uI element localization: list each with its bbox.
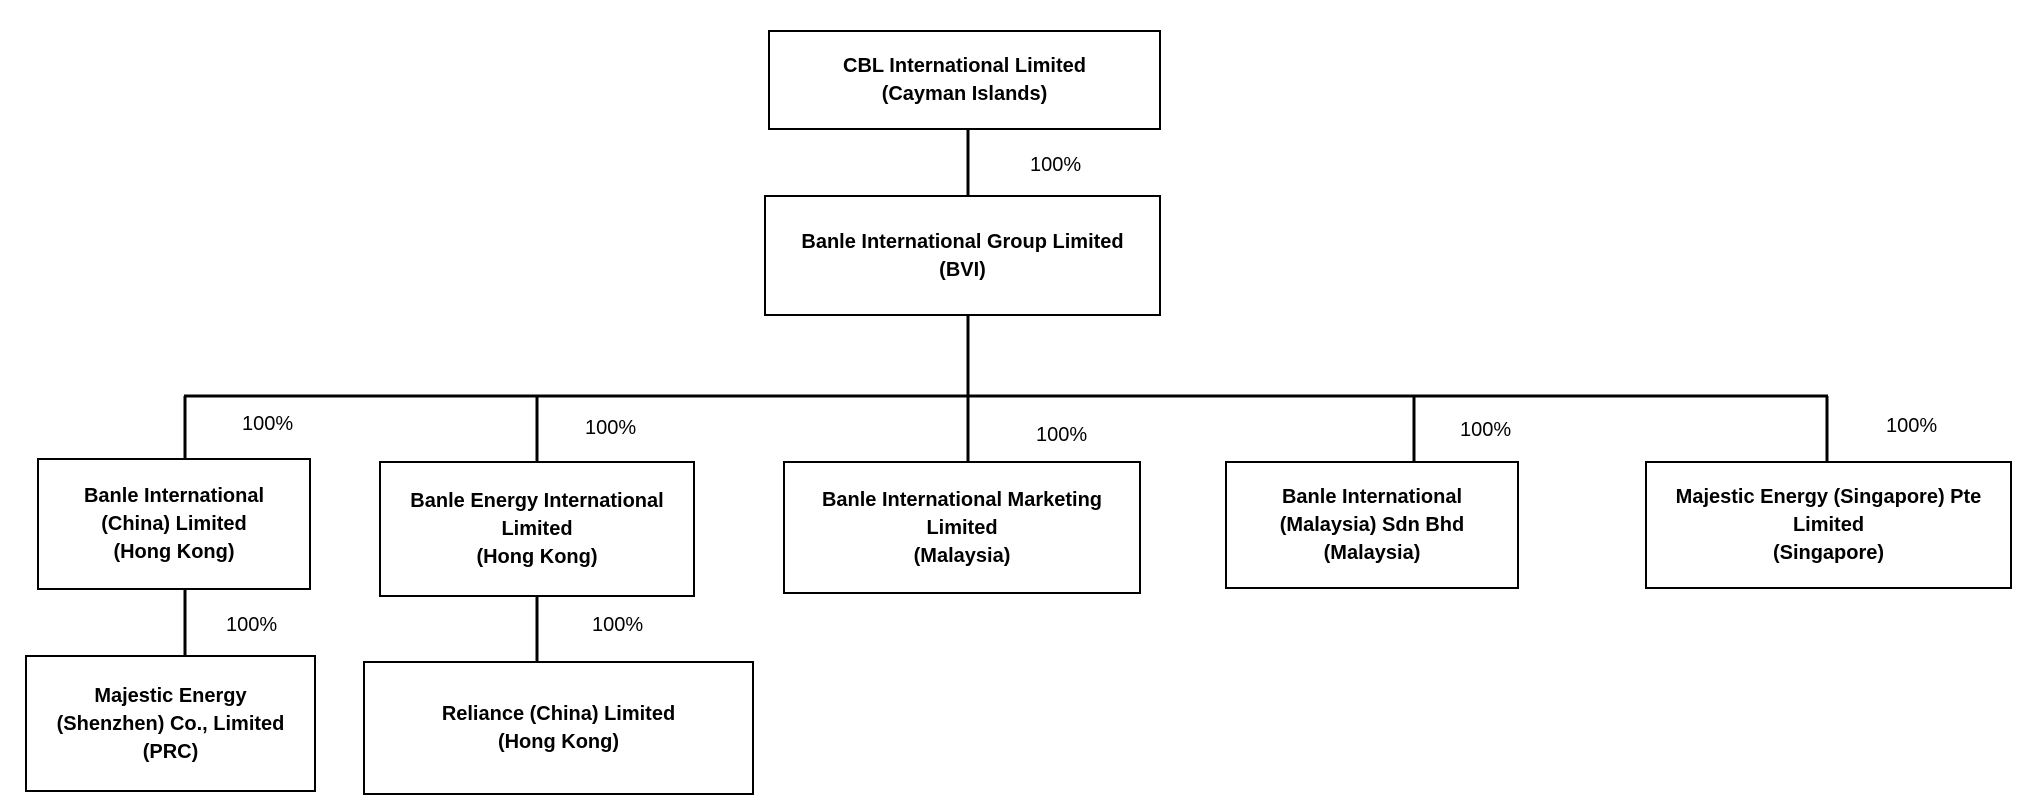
entity-jurisdiction: (Malaysia) (1323, 542, 1421, 564)
ownership-label-group-china: 100% (242, 413, 294, 435)
entity-jurisdiction: (Cayman Islands) (881, 83, 1048, 105)
entity-jurisdiction: (Hong Kong) (497, 731, 620, 753)
entity-box-banle-group: Banle International Group Limited (BVI) (764, 195, 1161, 316)
entity-name: Banle International Group Limited (801, 230, 1124, 253)
ownership-label-energy-reliance: 100% (592, 614, 644, 636)
entity-name: Majestic Energy (Shenzhen) Co., Limited (56, 684, 285, 735)
entity-name: Banle International (Malaysia) Sdn Bhd (1279, 486, 1465, 536)
entity-box-banle-china: Banle International (China) Limited (Hon… (37, 458, 311, 590)
entity-jurisdiction: (Hong Kong) (113, 541, 235, 563)
entity-box-majestic-singapore: Majestic Energy (Singapore) Pte Limited … (1645, 461, 2012, 589)
entity-name: CBL International Limited (843, 55, 1086, 77)
entity-jurisdiction: (PRC) (142, 740, 199, 763)
ownership-label-group-marketing: 100% (1036, 424, 1088, 446)
entity-jurisdiction: (Singapore) (1772, 542, 1885, 564)
ownership-label-china-shenzhen: 100% (226, 614, 278, 636)
entity-box-cbl: CBL International Limited (Cayman Island… (768, 30, 1161, 130)
entity-jurisdiction: (BVI) (939, 258, 986, 281)
ownership-label-group-energy: 100% (585, 417, 637, 439)
entity-box-banle-marketing: Banle International Marketing Limited (M… (783, 461, 1141, 594)
ownership-label-group-singapore: 100% (1886, 415, 1938, 437)
entity-jurisdiction: (Malaysia) (913, 544, 1011, 567)
ownership-label-cbl-group: 100% (1030, 154, 1082, 176)
entity-box-banle-energy: Banle Energy International Limited (Hong… (379, 461, 695, 597)
entity-jurisdiction: (Hong Kong) (476, 546, 598, 568)
entity-name: Reliance (China) Limited (441, 703, 676, 725)
ownership-label-group-malaysia: 100% (1460, 419, 1512, 441)
entity-name: Banle International Marketing Limited (821, 488, 1103, 539)
entity-box-reliance: Reliance (China) Limited (Hong Kong) (363, 661, 754, 795)
entity-name: Banle International (China) Limited (83, 485, 265, 535)
entity-box-banle-malaysia: Banle International (Malaysia) Sdn Bhd (… (1225, 461, 1519, 589)
entity-name: Majestic Energy (Singapore) Pte Limited (1675, 486, 1982, 536)
entity-name: Banle Energy International Limited (410, 490, 664, 540)
entity-box-majestic-shenzhen: Majestic Energy (Shenzhen) Co., Limited … (25, 655, 316, 792)
